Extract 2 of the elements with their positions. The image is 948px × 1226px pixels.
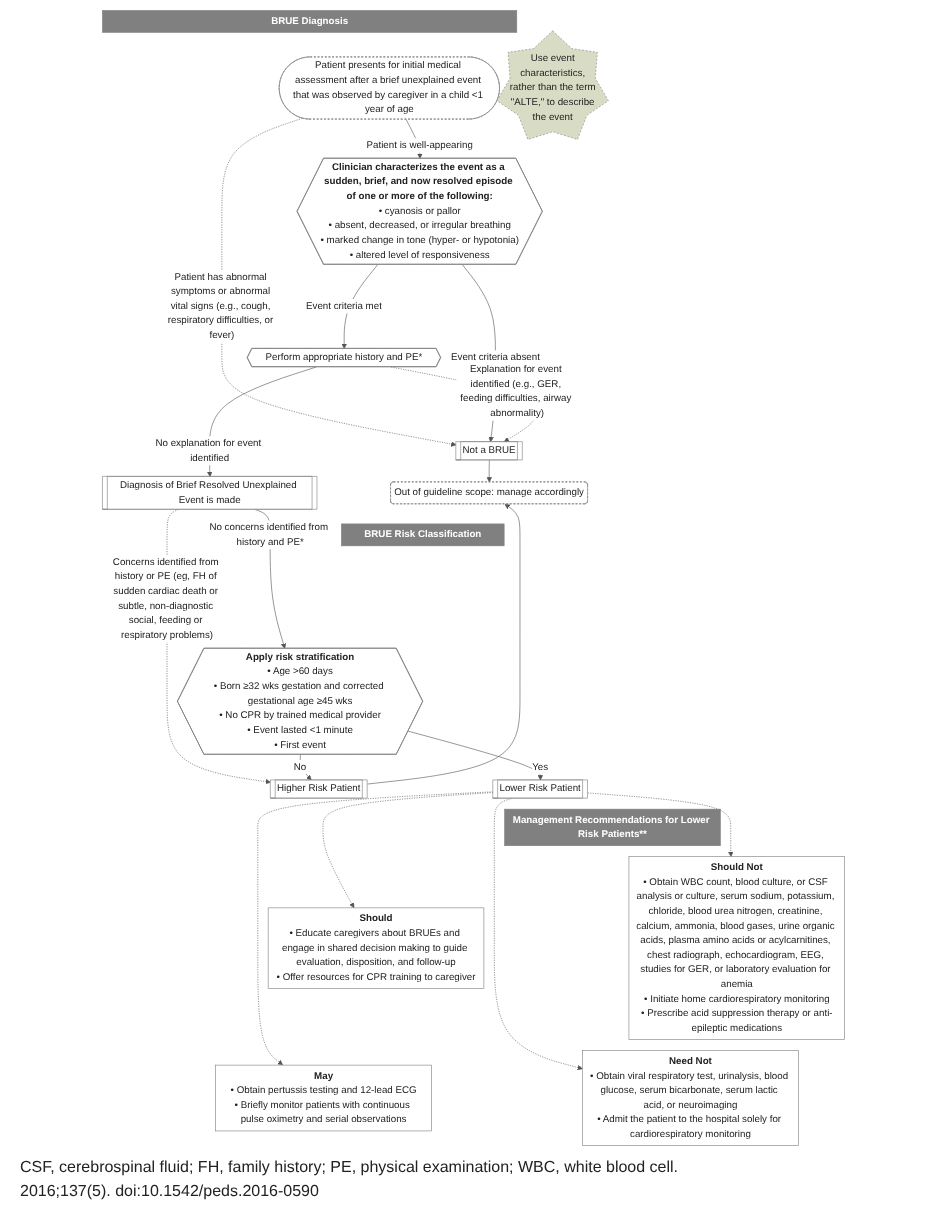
abbreviation-note: CSF, cerebrospinal fluid; FH, family history; PE, physical examination; WBC, white blood cell. — [20, 1158, 681, 1176]
citation-text: 2016;137(5). doi:10.1542/peds.2016-0590 — [20, 1182, 321, 1200]
